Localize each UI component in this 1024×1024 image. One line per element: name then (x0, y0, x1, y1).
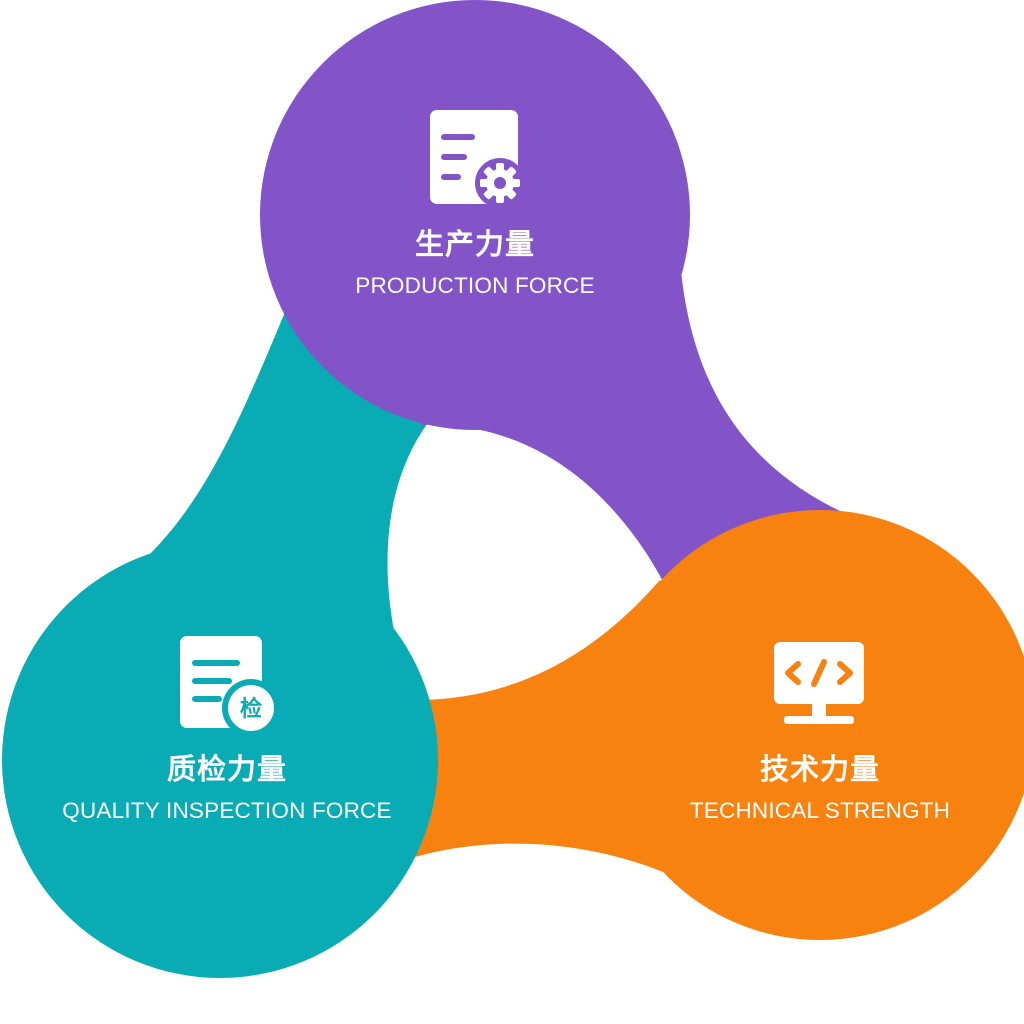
technical-node-circle (605, 510, 1024, 940)
quality-node-circle (2, 542, 438, 978)
document-gear-icon (430, 110, 525, 208)
document-inspection-icon: 检 (180, 636, 280, 737)
inspection-badge-text: 检 (240, 696, 262, 722)
quality-node-label: 质检力量 QUALITY INSPECTION FORCE (0, 755, 467, 823)
technical-title-cn: 技术力量 (759, 752, 880, 786)
quality-title-cn: 质检力量 (166, 752, 287, 786)
production-node-label: 生产力量 PRODUCTION FORCE (235, 230, 715, 298)
quality-title-en: QUALITY INSPECTION FORCE (62, 798, 392, 823)
production-node-circle (260, 0, 690, 430)
connector-production-technical (420, 260, 860, 585)
production-title-en: PRODUCTION FORCE (355, 273, 595, 298)
technical-title-en: TECHNICAL STRENGTH (689, 798, 951, 823)
production-title-cn: 生产力量 (414, 227, 535, 261)
code-monitor-icon (774, 642, 864, 724)
technical-node-label: 技术力量 TECHNICAL STRENGTH (580, 755, 1024, 823)
